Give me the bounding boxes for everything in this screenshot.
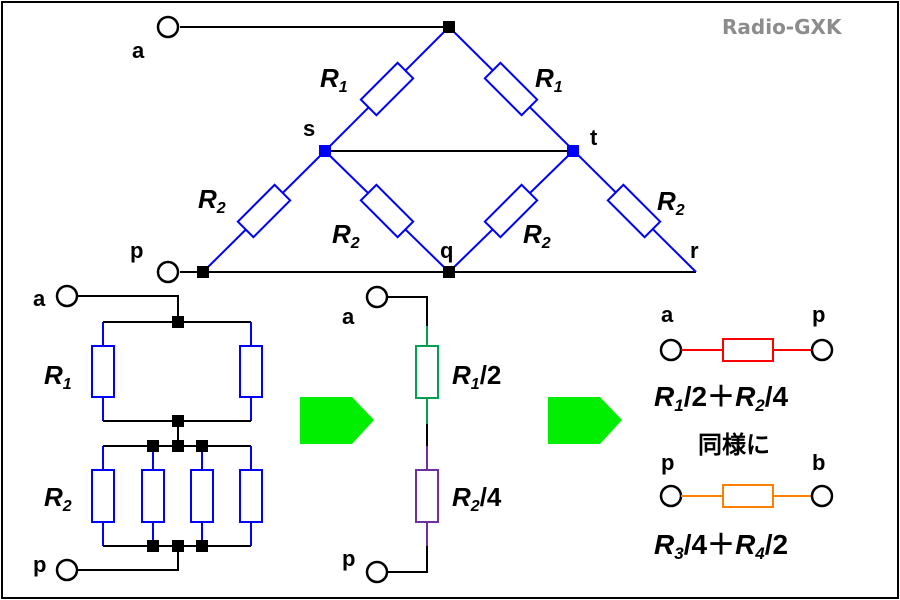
parallel-network: a p R1 R2	[33, 284, 263, 582]
terminal-p	[156, 260, 180, 284]
resistor-r2-d	[239, 469, 263, 523]
label-r2-sq: R2	[332, 219, 360, 252]
label-a: a	[132, 38, 145, 63]
watermark: Radio-GXK	[722, 15, 843, 39]
arrow-right-1	[300, 397, 374, 444]
resistor-r2-quarter	[415, 469, 439, 523]
terminal-p-result2	[659, 484, 683, 508]
resistor-pb	[722, 484, 774, 508]
resistor-r1-b	[239, 345, 263, 398]
label-r2-ps: R2	[198, 184, 226, 217]
terminal-p-left	[55, 558, 79, 582]
resistor-r2-qt	[483, 183, 539, 239]
label-r2-quarter: R2/4	[452, 482, 502, 515]
resistor-r1-a	[91, 345, 115, 398]
label-r2-parallel: R2	[44, 482, 72, 515]
resistor-ap	[722, 338, 774, 362]
formula-pb: R3/4＋R4/2	[654, 529, 788, 563]
resistor-r1-right	[483, 61, 539, 117]
terminal-p-result	[810, 338, 834, 362]
label-r2-tr: R2	[657, 186, 685, 219]
label-p-result: p	[812, 302, 825, 327]
label-p-mid: p	[342, 546, 355, 571]
resistor-r2-ps	[236, 183, 292, 239]
label-a-mid: a	[342, 304, 355, 329]
node-p-junction	[197, 266, 209, 278]
terminal-b-result	[810, 484, 834, 508]
label-r2-qt: R2	[523, 219, 551, 252]
terminal-a	[156, 15, 180, 39]
label-r1-half: R1/2	[452, 360, 501, 393]
label-a-result: a	[661, 302, 674, 327]
label-s: s	[303, 116, 315, 141]
result-ap: a p R1/2＋R2/4	[654, 302, 834, 415]
resistor-r1-half	[415, 345, 439, 399]
terminal-p-mid	[365, 560, 389, 584]
similarly-label: 同様に	[698, 431, 770, 459]
label-p-result2: p	[661, 450, 674, 475]
terminal-a-result	[659, 338, 683, 362]
node-top	[443, 21, 455, 33]
arrow-right-2	[548, 397, 622, 444]
series-network: a p R1/2 R2/4	[342, 285, 502, 584]
label-q: q	[440, 238, 453, 263]
resistor-r2-a	[91, 469, 115, 523]
label-p: p	[130, 238, 143, 263]
terminal-a-mid	[365, 285, 389, 309]
node-q	[443, 266, 455, 278]
node-s	[319, 145, 331, 157]
label-r1-right: R1	[535, 63, 563, 96]
label-p-left: p	[33, 552, 46, 577]
resistor-r2-tr	[606, 183, 662, 239]
label-r1-left: R1	[320, 63, 348, 96]
label-b-result: b	[812, 450, 825, 475]
result-pb: p b R3/4＋R4/2	[654, 450, 834, 563]
resistor-r1-left	[359, 61, 415, 117]
label-r1-parallel: R1	[44, 360, 72, 393]
node-t	[567, 145, 579, 157]
bridge-network: a p s t q r R1 R1 R2 R2 R2 R2	[130, 15, 699, 284]
resistor-r2-c	[190, 469, 214, 523]
resistor-r2-b	[141, 469, 165, 523]
resistor-r2-sq	[359, 183, 415, 239]
label-a-left: a	[33, 286, 46, 311]
label-r: r	[690, 238, 699, 263]
formula-ap: R1/2＋R2/4	[654, 381, 789, 415]
terminal-a-left	[55, 284, 79, 308]
label-t: t	[590, 125, 598, 150]
